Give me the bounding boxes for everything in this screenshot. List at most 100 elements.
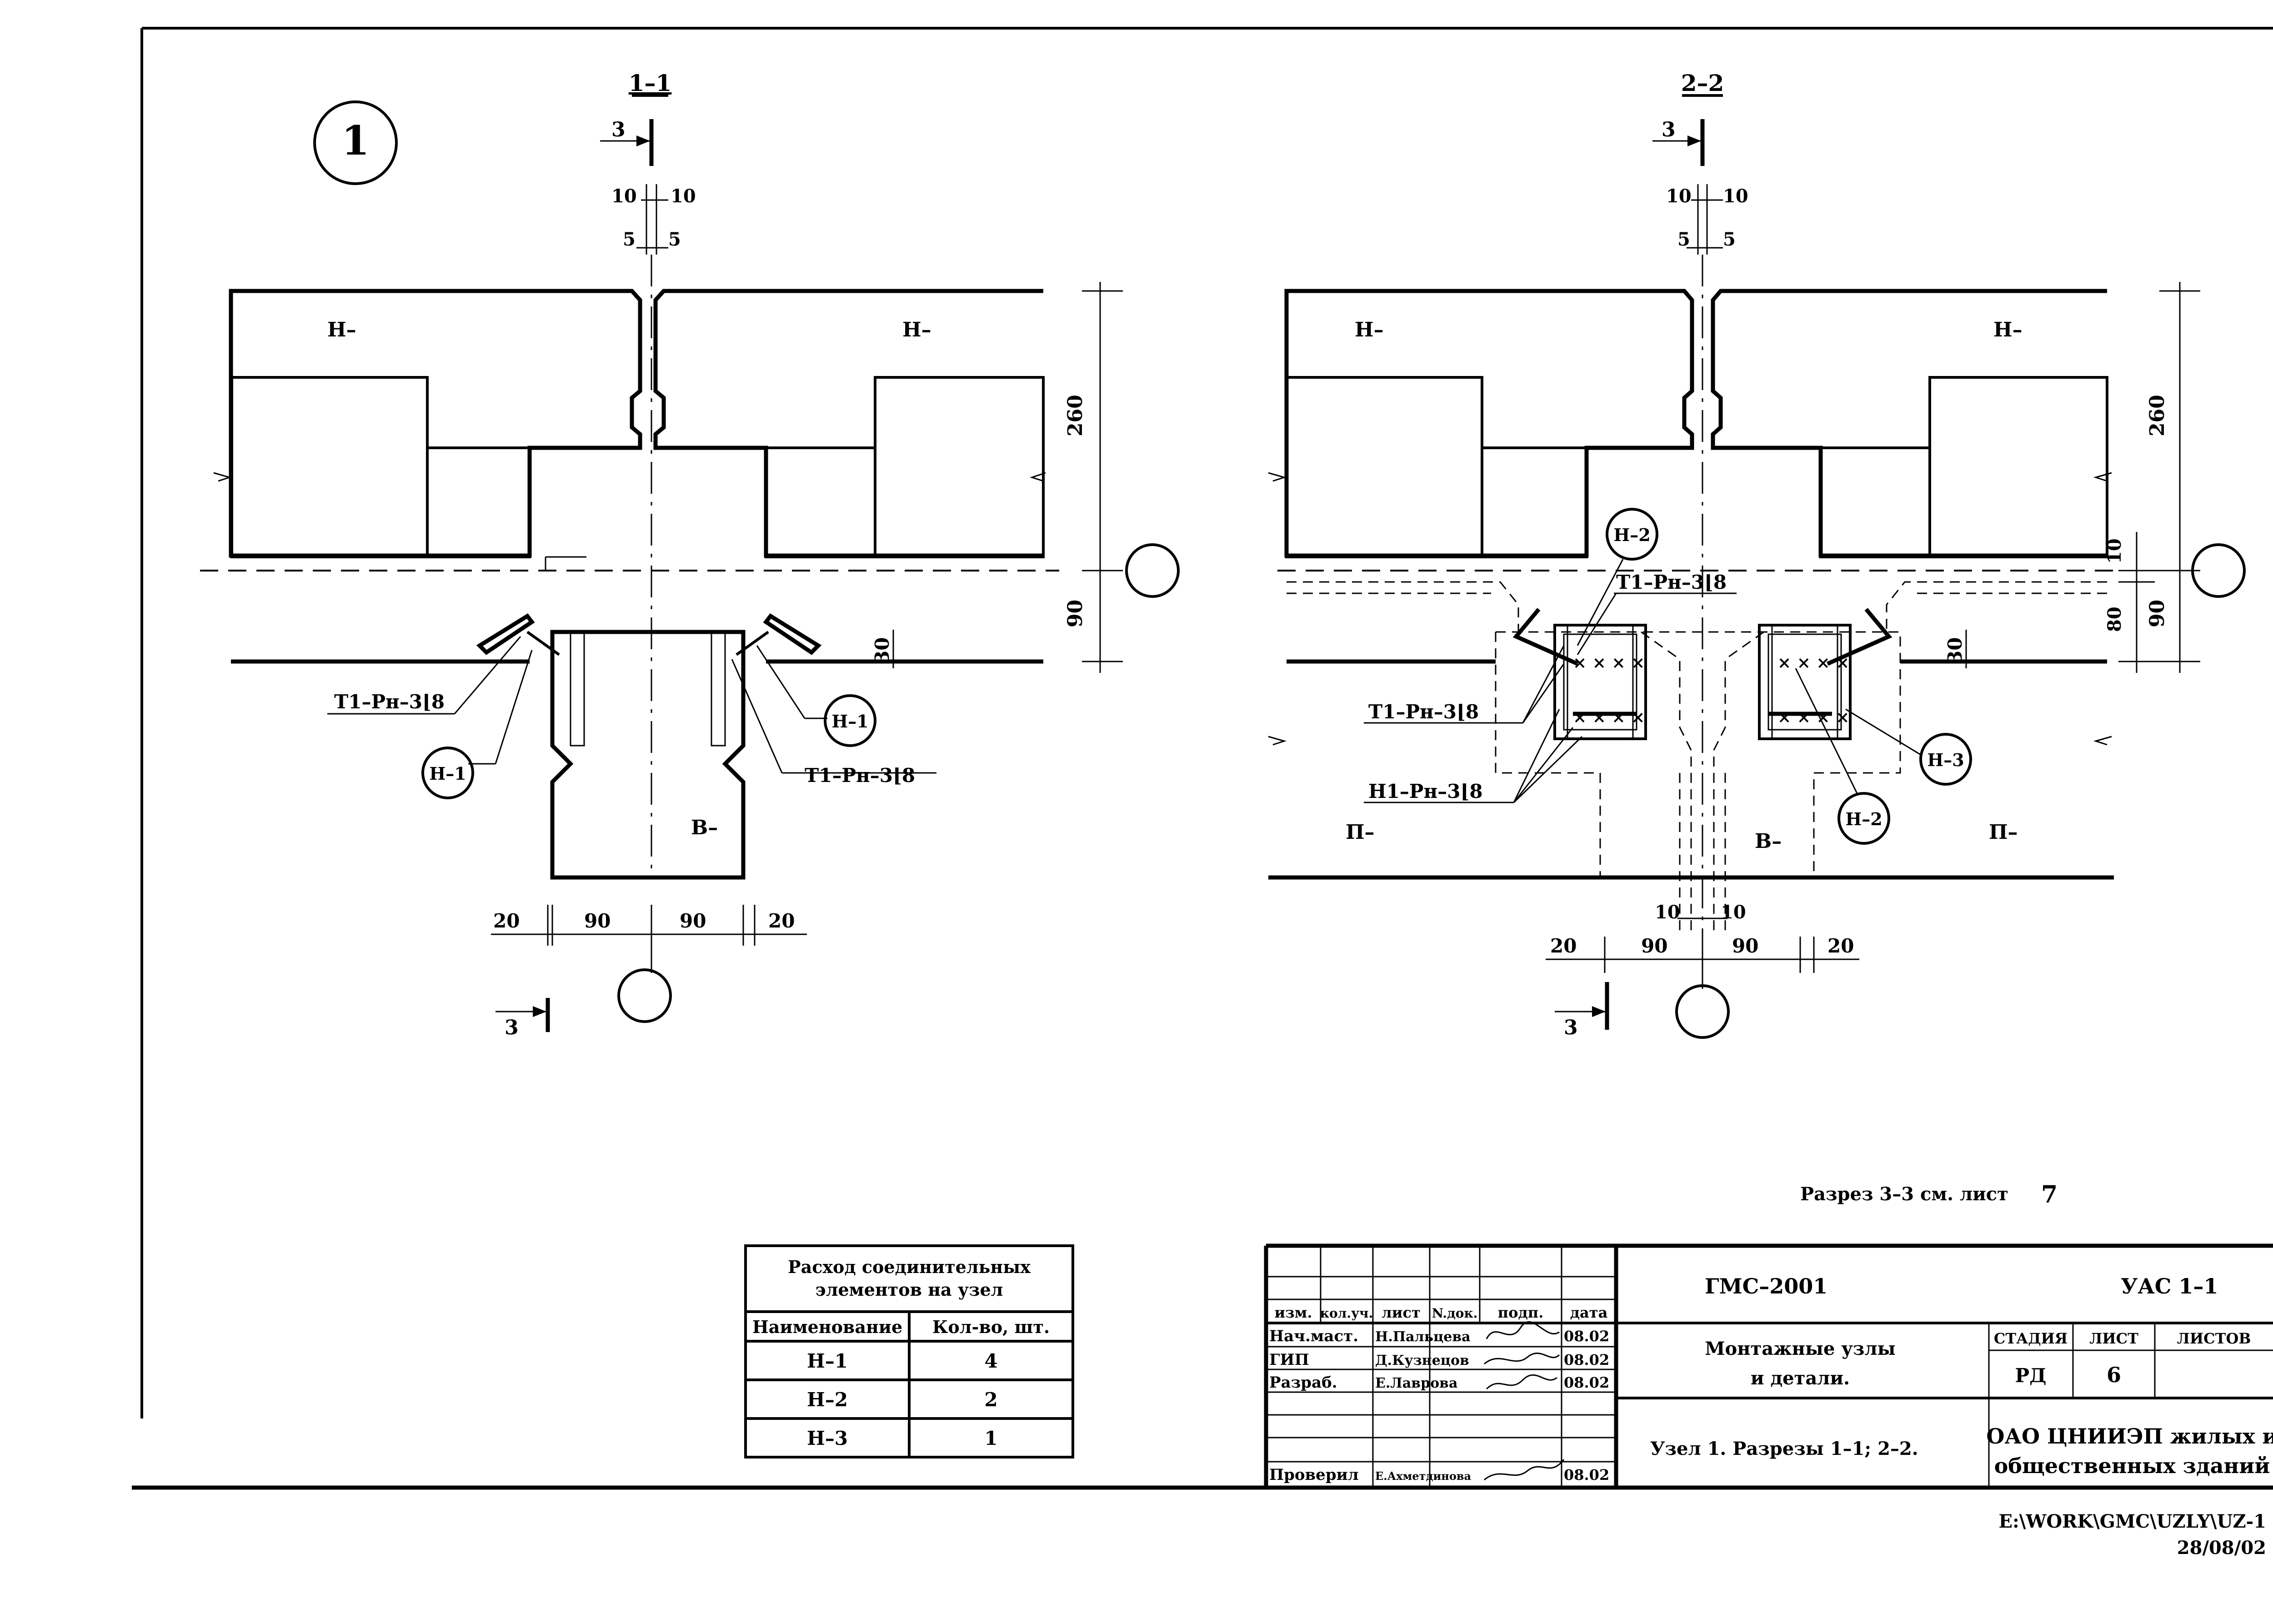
svg-text:× × × ×: × × × ×	[1777, 708, 1849, 727]
svg-text:80: 80	[2104, 606, 2125, 632]
svg-text:УАС 1–1: УАС 1–1	[2121, 1274, 2218, 1298]
svg-text:Наименование: Наименование	[752, 1317, 902, 1337]
sheet-frame	[132, 27, 2273, 1490]
section-ref-note: Разрез 3–3 см. лист 7	[1800, 1181, 2058, 1208]
svg-text:10: 10	[1666, 185, 1692, 207]
svg-text:10: 10	[671, 185, 696, 207]
svg-text:90: 90	[584, 910, 611, 932]
node-number: 1	[313, 100, 398, 185]
svg-text:260: 260	[2146, 395, 2169, 436]
svg-text:6: 6	[2107, 1363, 2121, 1387]
callout-weld-left-2a: Т1–Рн–3⌊8	[1368, 701, 1479, 723]
svg-text:подп.: подп.	[1498, 1304, 1544, 1321]
svg-text:Монтажные узлы: Монтажные узлы	[1705, 1338, 1896, 1359]
axis-bubble-1-bottom	[617, 968, 672, 1023]
svg-text:Е.Лаврова: Е.Лаврова	[1375, 1375, 1457, 1391]
consumption-table: Расход соединительных элементов на узел …	[744, 1244, 1074, 1459]
svg-text:Проверил: Проверил	[1269, 1466, 1359, 1484]
callout-weld-left-1: Т1–Рн–3⌊8	[334, 691, 445, 713]
svg-text:Разраб.: Разраб.	[1269, 1373, 1337, 1392]
svg-text:ЛИСТОВ: ЛИСТОВ	[2177, 1330, 2251, 1347]
svg-text:лист: лист	[1382, 1304, 1421, 1321]
svg-text:изм.: изм.	[1274, 1304, 1312, 1321]
svg-text:ГИП: ГИП	[1269, 1351, 1309, 1369]
svg-text:Н–1: Н–1	[831, 711, 868, 732]
svg-text:30: 30	[871, 637, 893, 664]
svg-text:Н–: Н–	[1993, 318, 2023, 341]
svg-text:Д.Кузнецов: Д.Кузнецов	[1375, 1353, 1469, 1368]
svg-text:Н–3: Н–3	[1927, 750, 1964, 770]
svg-text:× × × ×: × × × ×	[1777, 653, 1849, 672]
svg-text:10: 10	[611, 185, 637, 207]
section-2-2-title: 2–2	[1681, 70, 1724, 96]
svg-text:260: 260	[1064, 395, 1087, 436]
svg-text:2: 2	[984, 1388, 997, 1411]
svg-text:N.док.: N.док.	[1432, 1306, 1478, 1321]
svg-text:10: 10	[1655, 902, 1680, 923]
signature-1	[1486, 1321, 1560, 1339]
signature-3	[1486, 1374, 1557, 1390]
svg-text:1: 1	[984, 1427, 997, 1449]
section-1-1-title: 1–1	[629, 70, 672, 96]
svg-text:20: 20	[1827, 935, 1854, 957]
svg-text:элементов на узел: элементов на узел	[816, 1279, 1003, 1300]
axis-bubble-1-right	[1125, 543, 1180, 598]
svg-text:П–: П–	[1989, 821, 2018, 844]
svg-text:5: 5	[1723, 229, 1736, 250]
bubble-h2-bottom	[1837, 792, 1890, 845]
svg-text:дата: дата	[1570, 1304, 1608, 1321]
svg-text:ГМС–2001: ГМС–2001	[1705, 1274, 1827, 1298]
bubble-h3	[1919, 733, 1972, 786]
axis-bubble-2-bottom	[1675, 984, 1730, 1039]
svg-text:20: 20	[768, 910, 795, 932]
cut-label-bottom-2: 3	[1564, 1016, 1578, 1039]
svg-text:П–: П–	[1346, 821, 1375, 844]
svg-text:Н–: Н–	[1355, 318, 1384, 341]
table-row: Н–3	[807, 1427, 848, 1449]
svg-text:Н–: Н–	[902, 318, 931, 341]
svg-text:Разрез 3–3 см. лист: Разрез 3–3 см. лист	[1800, 1183, 2008, 1205]
svg-text:СТАДИЯ: СТАДИЯ	[1994, 1330, 2068, 1347]
svg-text:Расход соединительных: Расход соединительных	[788, 1257, 1031, 1277]
svg-text:В–: В–	[1755, 830, 1782, 853]
svg-text:7: 7	[2041, 1181, 2058, 1208]
file-stamp: E:\WORK\GMC\UZLY\UZ-1 28/08/02	[1999, 1511, 2266, 1559]
svg-text:Н–2: Н–2	[1845, 809, 1882, 829]
svg-text:E:\WORK\GMC\UZLY\UZ-1: E:\WORK\GMC\UZLY\UZ-1	[1999, 1511, 2266, 1532]
svg-text:Узел 1. Разрезы 1–1; 2–2.: Узел 1. Разрезы 1–1; 2–2.	[1650, 1438, 1918, 1459]
bubble-h1-right	[824, 694, 876, 747]
svg-text:4: 4	[984, 1350, 997, 1372]
svg-text:20: 20	[1550, 935, 1577, 957]
svg-text:общественных зданий: общественных зданий	[1994, 1454, 2270, 1478]
svg-text:Н–2: Н–2	[1613, 525, 1650, 545]
svg-text:Нач.маст.: Нач.маст.	[1269, 1327, 1358, 1345]
svg-text:08.02: 08.02	[1564, 1466, 1609, 1484]
signature-4	[1484, 1459, 1565, 1481]
signature-2	[1484, 1353, 1560, 1365]
svg-text:Е.Ахметдинова: Е.Ахметдинова	[1375, 1469, 1471, 1483]
callout-weld-right-1: Т1–Рн–3⌊8	[805, 764, 915, 787]
axis-bubble-2-right	[2191, 543, 2246, 598]
callout-weld-left-2b: Н1–Рн–3⌊8	[1368, 780, 1483, 802]
svg-text:Н–: Н–	[327, 318, 356, 341]
svg-text:× × × ×: × × × ×	[1573, 708, 1645, 727]
svg-text:5: 5	[668, 229, 681, 250]
section-2-2: 2–2 3 3 10 10 5 5	[1268, 70, 2246, 1039]
svg-text:Н.Пальцева: Н.Пальцева	[1375, 1329, 1471, 1345]
svg-text:ОАО ЦНИИЭП жилых и: ОАО ЦНИИЭП жилых и	[1986, 1424, 2273, 1449]
cut-label-top-2: 3	[1662, 118, 1676, 141]
svg-text:90: 90	[1064, 600, 1087, 627]
svg-text:30: 30	[1944, 637, 1966, 664]
svg-text:1: 1	[341, 117, 369, 164]
table-row: Н–1	[807, 1350, 848, 1372]
callout-weld-top-2: Т1–Рн–3⌊8	[1616, 571, 1727, 593]
svg-text:90: 90	[680, 910, 706, 932]
svg-text:× × × ×: × × × ×	[1573, 653, 1645, 672]
svg-text:и детали.: и детали.	[1751, 1368, 1850, 1389]
svg-text:28/08/02: 28/08/02	[2177, 1537, 2266, 1559]
svg-text:08.02: 08.02	[1564, 1374, 1609, 1391]
svg-text:08.02: 08.02	[1564, 1351, 1609, 1368]
svg-text:Кол-во, шт.: Кол-во, шт.	[932, 1317, 1050, 1337]
cut-label-bottom-1: 3	[505, 1016, 519, 1039]
svg-text:РД: РД	[2015, 1364, 2047, 1387]
